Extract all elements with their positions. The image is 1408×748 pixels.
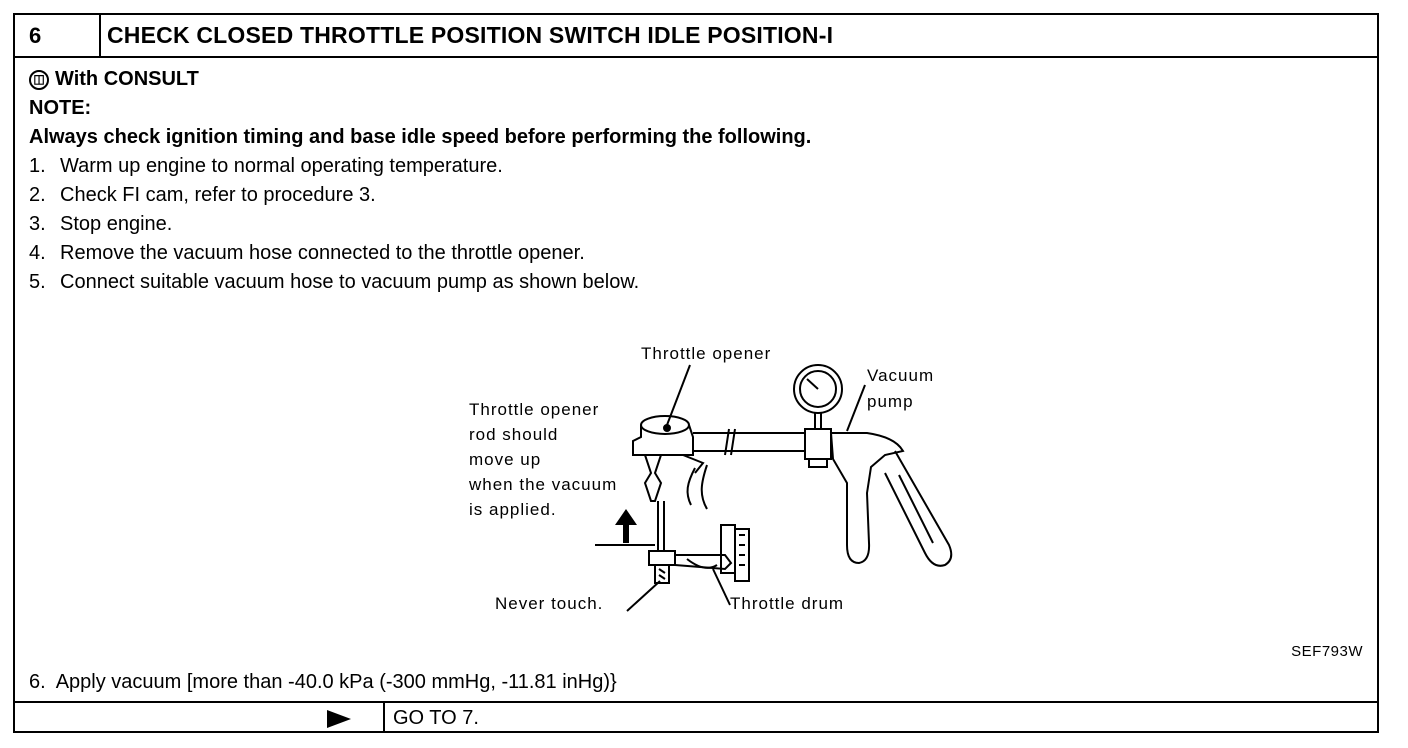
opener-bracket (682, 454, 705, 474)
hose-break-mark (724, 428, 736, 456)
step-text: Connect suitable vacuum hose to vacuum p… (60, 271, 640, 293)
pump-coupling-nut (808, 458, 828, 468)
list-item: 1. Warm up engine to normal operating tem… (29, 152, 811, 181)
step-num: 3. (29, 213, 46, 235)
vacuum-pump-body (829, 432, 905, 565)
result-arrow-cell (15, 703, 385, 733)
adjust-screw (654, 565, 670, 584)
gauge-needle (806, 378, 819, 390)
step-number: 6 (15, 15, 101, 56)
never-touch-leader-line (626, 580, 661, 612)
opener-cable (686, 467, 696, 506)
throttle-diagram-drawing (595, 364, 953, 612)
rod-note-line-4: when the vacuum (469, 475, 618, 494)
rod-note-line-3: move up (469, 450, 542, 469)
throttle-opener-port (663, 424, 671, 432)
step-num: 1. (29, 155, 46, 177)
throttle-drum-label: Throttle drum (730, 594, 845, 613)
note-label: NOTE: (29, 97, 92, 119)
pump-lever-edge (898, 474, 934, 544)
step-num: 2. (29, 184, 46, 206)
step-text: Warm up engine to normal operating tempe… (60, 155, 503, 177)
step-text: Stop engine. (60, 213, 173, 235)
step-num: 5. (29, 271, 46, 293)
throttle-drum-leader-line (712, 568, 731, 606)
pump-label: pump (867, 392, 914, 411)
list-item: 3. Stop engine. (29, 210, 811, 239)
pump-coupling (804, 428, 832, 460)
lever-spring (686, 558, 718, 569)
consult-line: ◫ With CONSULT (29, 65, 811, 94)
throttle-opener-label: Throttle opener (641, 344, 772, 363)
rod-note-line-1: Throttle opener (469, 400, 600, 419)
procedure-title: CHECK CLOSED THROTTLE POSITION SWITCH ID… (107, 22, 834, 48)
drum-ridges (739, 534, 745, 566)
throttle-opener-leader-line (666, 364, 691, 426)
vacuum-pump-lever (884, 450, 953, 567)
opener-rod (657, 501, 665, 551)
vacuum-hose (693, 432, 805, 452)
procedure-body: ◫ With CONSULT NOTE: Always check igniti… (29, 65, 811, 297)
step-text: Apply vacuum [more than -40.0 kPa (-300 … (55, 671, 617, 693)
step-num: 6. (29, 671, 46, 693)
right-triangle-arrow-icon (327, 710, 351, 728)
throttle-drum-inner (734, 528, 750, 582)
throttle-vacuum-illustration: Throttle opener Vacuum pump Throttle ope… (455, 333, 975, 623)
list-item: 5. Connect suitable vacuum hose to vacuum… (29, 268, 811, 297)
vacuum-pump-leader-line (846, 384, 866, 432)
procedure-table: 6 CHECK CLOSED THROTTLE POSITION SWITCH … (13, 13, 1379, 733)
step-num: 4. (29, 242, 46, 264)
result-row: GO TO 7. (15, 701, 1377, 733)
never-touch-label: Never touch. (495, 594, 604, 613)
consult-icon: ◫ (29, 69, 49, 90)
throttle-opener-body (632, 424, 694, 456)
step-text: Remove the vacuum hose connected to the … (60, 242, 585, 264)
screw-thread (658, 568, 666, 580)
note-text: Always check ignition timing and base id… (29, 126, 812, 148)
steps-list: 1. Warm up engine to normal operating tem… (29, 152, 811, 297)
consult-label: With CONSULT (55, 68, 199, 90)
up-arrow-icon (615, 509, 637, 543)
gauge-stem (814, 413, 822, 429)
vacuum-label: Vacuum (867, 366, 935, 385)
procedure-header: 6 CHECK CLOSED THROTTLE POSITION SWITCH … (15, 15, 1377, 58)
goto-link[interactable]: GO TO 7. (393, 707, 479, 729)
rod-note-line-5: is applied. (469, 500, 557, 519)
opener-cable-2 (700, 464, 708, 510)
figure-code: SEF793W (1291, 643, 1363, 660)
list-item: 4. Remove the vacuum hose connected to th… (29, 239, 811, 268)
adjust-screw-block (648, 550, 676, 566)
list-item: 2. Check FI cam, refer to procedure 3. (29, 181, 811, 210)
vacuum-gauge-dial (799, 370, 837, 408)
step-6: 6. Apply vacuum [more than -40.0 kPa (-3… (29, 671, 617, 694)
vacuum-gauge-icon (793, 364, 843, 414)
step-text: Check FI cam, refer to procedure 3. (60, 184, 376, 206)
rod-note-line-2: rod should (469, 425, 559, 444)
opener-actuator (643, 454, 663, 502)
